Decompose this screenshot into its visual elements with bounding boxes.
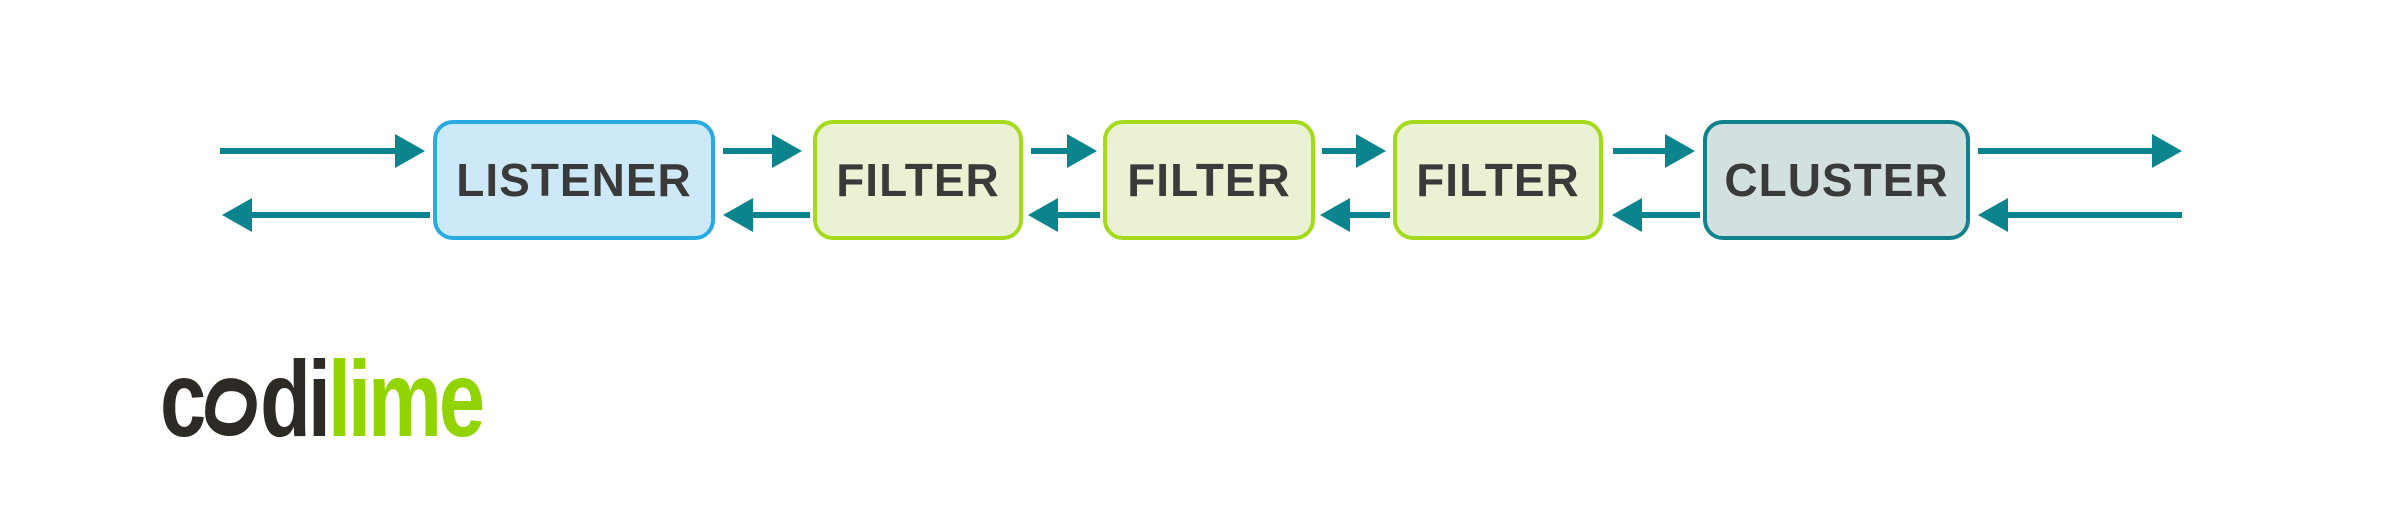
arrow-right-listener-filter1-icon [723,134,802,168]
logo-lime-slice-o-icon [201,373,260,441]
arrow-shaft [1322,148,1360,154]
arrow-right-filter3-cluster-icon [1613,134,1695,168]
arrow-head-icon [1612,198,1642,232]
arrow-right-filter1-filter2-icon [1031,134,1097,168]
arrow-left-filter3-filter2-icon [1320,198,1390,232]
arrow-shaft [220,148,399,154]
node-filter-3-label: FILTER [1416,154,1580,206]
arrow-head-icon [723,198,753,232]
node-listener-label: LISTENER [456,154,692,206]
node-filter-2: FILTER [1103,120,1315,240]
arrow-head-icon [1665,134,1695,168]
arrow-left-inbound-icon [1978,198,2182,232]
arrow-left-cluster-filter3-icon [1612,198,1700,232]
arrow-head-icon [1028,198,1058,232]
arrow-left-filter2-filter1-icon [1028,198,1100,232]
arrow-head-icon [772,134,802,168]
arrow-head-icon [1356,134,1386,168]
arrow-right-filter2-filter3-icon [1322,134,1386,168]
arrow-head-icon [1067,134,1097,168]
arrow-shaft [1638,212,1700,218]
arrow-head-icon [395,134,425,168]
node-cluster: CLUSTER [1703,120,1970,240]
arrow-head-icon [222,198,252,232]
arrow-left-filter1-listener-icon [723,198,810,232]
arrow-shaft [1054,212,1100,218]
node-listener: LISTENER [433,120,715,240]
arrow-head-icon [1978,198,2008,232]
logo-text-lime: lime [327,338,485,459]
arrow-shaft [749,212,810,218]
arrow-shaft [1978,148,2156,154]
arrow-shaft [248,212,430,218]
arrow-right-inbound-icon [220,134,425,168]
arrow-left-outbound-icon [222,198,430,232]
arrow-head-icon [2152,134,2182,168]
arrow-shaft [1613,148,1669,154]
logo-text-c: c [160,338,206,459]
logo-text-di: di [260,338,331,459]
arrow-shaft [723,148,776,154]
node-cluster-label: CLUSTER [1724,154,1949,206]
node-filter-3: FILTER [1393,120,1603,240]
arrow-right-outbound-icon [1978,134,2182,168]
arrow-shaft [1346,212,1390,218]
arrow-shaft [1031,148,1071,154]
node-filter-1-label: FILTER [836,154,1000,206]
arrow-head-icon [1320,198,1350,232]
node-filter-2-label: FILTER [1127,154,1291,206]
node-filter-1: FILTER [813,120,1023,240]
arrow-shaft [2004,212,2182,218]
